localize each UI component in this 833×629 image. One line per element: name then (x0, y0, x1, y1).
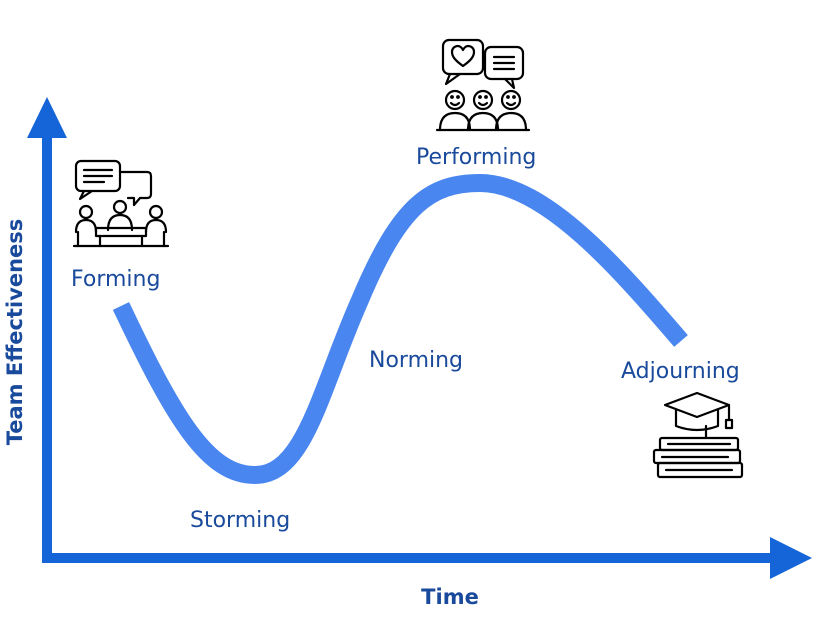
stage-label-forming: Forming (71, 267, 160, 292)
stage-label-storming: Storming (190, 508, 290, 533)
stage-label-adjourning: Adjourning (621, 359, 740, 384)
graduation-books-icon (652, 391, 744, 479)
axes (27, 97, 812, 579)
happy-team-chat-icon (435, 38, 531, 132)
x-axis-label: Time (421, 585, 479, 609)
y-axis-arrowhead (27, 97, 67, 138)
x-axis-arrowhead (770, 537, 812, 579)
y-axis-label: Team Effectiveness (3, 219, 27, 446)
meeting-chat-icon (72, 159, 170, 248)
stage-label-performing: Performing (416, 145, 536, 170)
team-development-curve (112, 173, 688, 485)
stage-label-norming: Norming (369, 348, 463, 373)
